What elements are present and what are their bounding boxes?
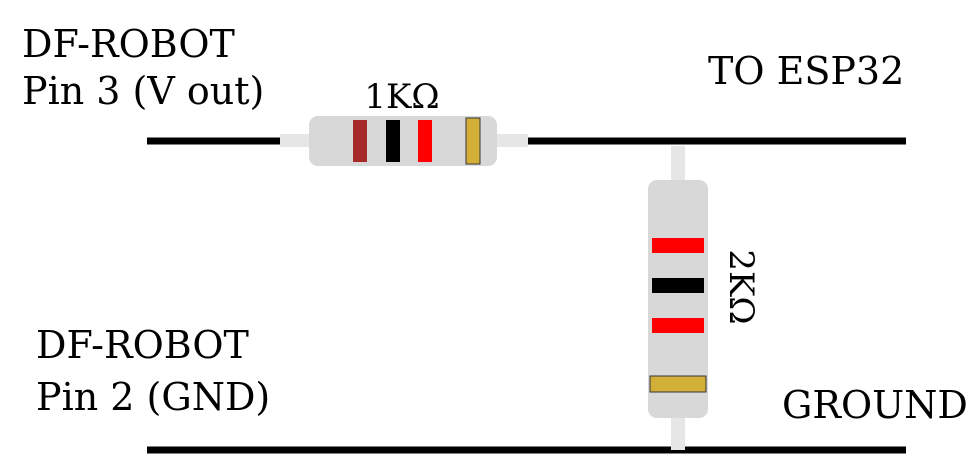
resistor-r1-band-3	[418, 120, 432, 162]
resistor-r2-band-2	[652, 278, 704, 293]
vout-label-line1: DF-ROBOT	[22, 22, 235, 66]
resistor-r2-tolerance-band	[649, 375, 707, 393]
gnd-label-line2: Pin 2 (GND)	[36, 375, 270, 419]
resistor-r2	[648, 146, 708, 450]
resistor-r1-tolerance-band	[465, 117, 481, 165]
vout-label-line2: Pin 3 (V out)	[22, 69, 264, 113]
ground-label: GROUND	[782, 383, 968, 427]
gnd-label-line1: DF-ROBOT	[36, 323, 249, 367]
to-esp32-label: TO ESP32	[708, 49, 904, 93]
resistor-r2-band-1	[652, 238, 704, 253]
resistor-r1-band-2	[386, 120, 400, 162]
resistor-r1-value: 1KΩ	[364, 77, 439, 117]
resistor-r2-band-3	[652, 318, 704, 333]
resistor-r2-value: 2KΩ	[721, 249, 761, 324]
resistor-r1-band-1	[353, 120, 367, 162]
resistor-r1	[280, 116, 528, 166]
